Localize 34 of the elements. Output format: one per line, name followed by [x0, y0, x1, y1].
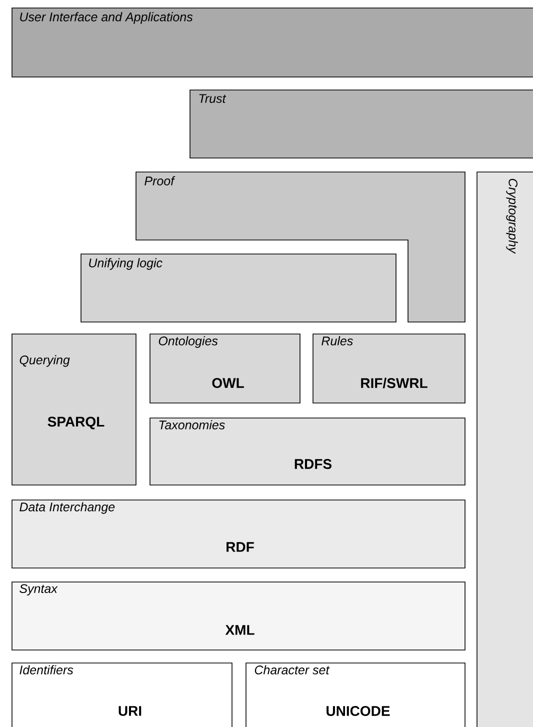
layer-name: Taxonomies [159, 420, 225, 430]
layer-box [476, 172, 533, 727]
layer-box [12, 582, 466, 650]
technology-name: XML [225, 625, 254, 635]
layer-box [12, 8, 533, 78]
technology-name: RDFS [294, 459, 332, 469]
technology-name: OWL [212, 378, 244, 388]
layer-name: Data Interchange [20, 502, 115, 514]
layer-name: Unifying logic [89, 258, 162, 270]
layer-box [12, 662, 232, 727]
layer-name: User Interface and Applications [20, 12, 193, 24]
layer-name: Proof [144, 176, 176, 186]
layer-name: Rules [322, 336, 353, 346]
layer-box [80, 254, 396, 322]
layer-name: Trust [199, 94, 226, 103]
technology-name: RDF [226, 542, 254, 552]
layer-box [12, 500, 466, 568]
layer-box [190, 90, 533, 158]
layer-name: Syntax [20, 584, 58, 596]
layer-box [246, 662, 466, 727]
technology-name: RIF/SWRL [361, 378, 428, 388]
layer-box [312, 334, 466, 404]
technology-name: SPARQL [48, 416, 104, 430]
technology-name: UNICODE [326, 706, 390, 716]
layer-name: Ontologies [158, 336, 218, 348]
layer-box [136, 172, 466, 322]
layer-name: Cryptography [506, 178, 518, 254]
layer-box [150, 418, 466, 486]
layer-box [12, 334, 136, 486]
layer-box [150, 334, 300, 404]
layer-name: Querying [20, 355, 70, 367]
technology-name: URI [118, 706, 142, 716]
layer-name: Identifiers [20, 665, 74, 674]
layer-name: Character set [254, 665, 330, 674]
